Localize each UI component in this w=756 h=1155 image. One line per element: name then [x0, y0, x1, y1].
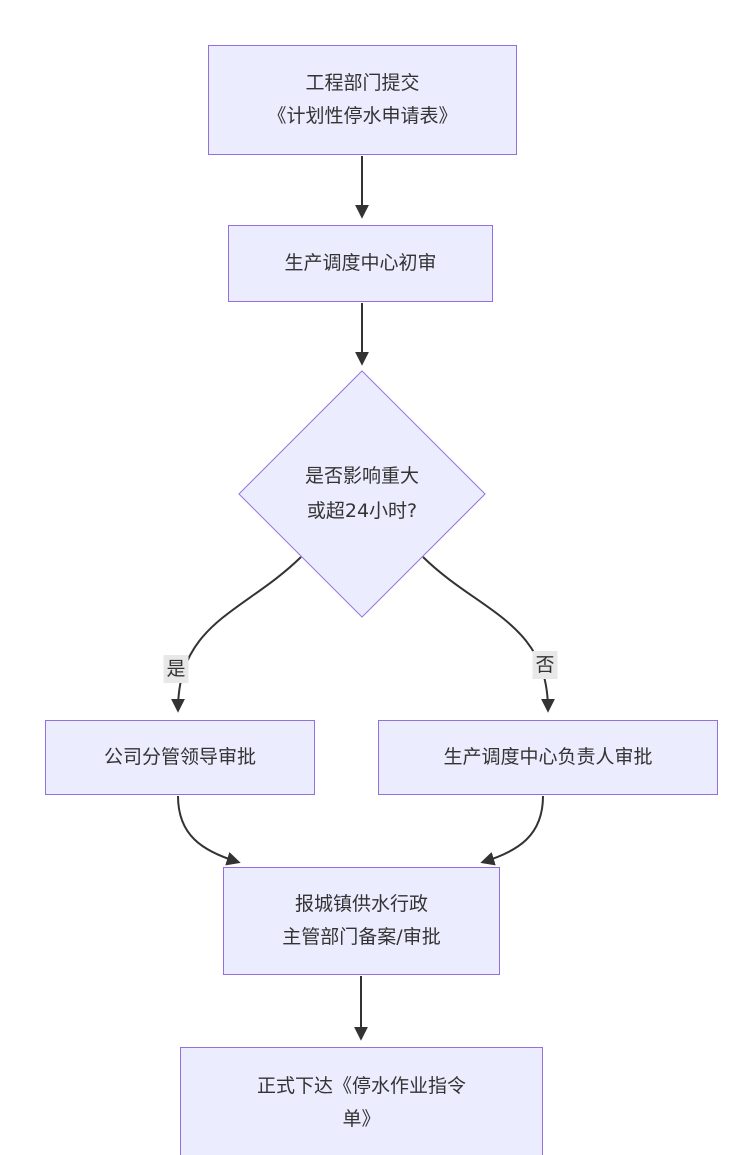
- node-initial-review: 生产调度中心初审: [228, 225, 493, 302]
- node-text-line: 生产调度中心初审: [284, 252, 437, 274]
- decision-diamond: 是否影响重大 或超24小时?: [236, 370, 488, 618]
- node-center-head-approval: 生产调度中心负责人审批: [378, 720, 718, 795]
- node-report-authority: 报城镇供水行政 主管部门备案/审批: [223, 867, 500, 975]
- node-text-line: 或超24小时?: [306, 500, 418, 522]
- node-text-line: 正式下达《停水作业指令: [256, 1075, 466, 1097]
- node-leader-approval: 公司分管领导审批: [45, 720, 315, 795]
- edge-label-no: 否: [532, 651, 558, 679]
- node-text-line: 公司分管领导审批: [103, 746, 256, 768]
- edge-label-yes: 是: [163, 655, 189, 683]
- node-issue-order: 正式下达《停水作业指令 单》: [180, 1047, 543, 1155]
- node-text-line: 《计划性停水申请表》: [267, 105, 458, 127]
- diamond-text: 是否影响重大 或超24小时?: [236, 372, 488, 616]
- node-text-line: 主管部门备案/审批: [282, 926, 441, 948]
- arrow-leader-to-report: [177, 795, 241, 866]
- arrow-centerhead-to-report: [480, 795, 544, 866]
- node-text-line: 工程部门提交: [305, 72, 420, 94]
- node-text-line: 生产调度中心负责人审批: [443, 746, 653, 768]
- arrow-decision-no-to-centerhead: [422, 556, 555, 713]
- node-submit-application: 工程部门提交 《计划性停水申请表》: [208, 45, 517, 155]
- node-text-line: 单》: [342, 1108, 381, 1130]
- node-text-line: 报城镇供水行政: [294, 893, 428, 915]
- node-text-line: 是否影响重大: [304, 465, 419, 487]
